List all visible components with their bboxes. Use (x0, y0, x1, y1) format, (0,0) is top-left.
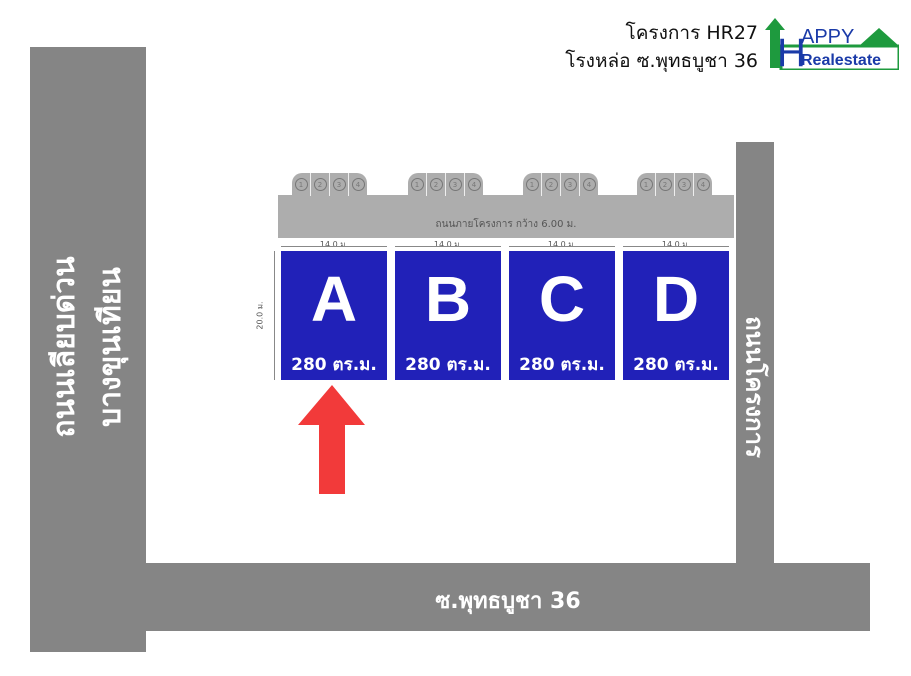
logo: H APPY Realestate (763, 16, 901, 75)
parking-spot: 2 (544, 178, 558, 191)
internal-road: ถนนภายโครงการ กว้าง 6.00 ม. (278, 195, 734, 238)
parking-spot: 4 (467, 178, 481, 191)
parking-spot: 4 (351, 178, 365, 191)
parking-spot: 3 (448, 178, 462, 191)
right-road: ถนนโครงการ (736, 142, 774, 563)
parking-spot: 1 (410, 178, 424, 191)
left-road: ถนนเลียบด่วน บางขุนเทียน (30, 47, 146, 652)
parking-spot: 1 (639, 178, 653, 191)
arrow-up-icon (298, 385, 365, 494)
left-road-label: ถนนเลียบด่วน บางขุนเทียน (47, 256, 128, 438)
parking-spot: 2 (429, 178, 443, 191)
parking-spot: 3 (563, 178, 577, 191)
logo-house-icon: H APPY Realestate (765, 18, 901, 75)
parking-spot: 1 (525, 178, 539, 191)
project-title: โครงการ HR27 (625, 22, 758, 44)
bottom-road-label: ซ.พุทธบูชา 36 (435, 589, 581, 614)
lot-width-dimension: 14.0 ม. (623, 238, 729, 250)
lot-width-dimension: 14.0 ม. (395, 238, 501, 250)
parking-spot: 2 (313, 178, 327, 191)
parking-spot: 2 (658, 178, 672, 191)
lot-width-dimension: 14.0 ม. (281, 238, 387, 250)
lot-depth-dimension: 20.0 ม. (256, 251, 276, 380)
logo-letter: H (777, 31, 806, 70)
lot-width-dimension: 14.0 ม. (509, 238, 615, 250)
parking-spot: 4 (582, 178, 596, 191)
parking-spot: 3 (677, 178, 691, 191)
parking-spot: 1 (294, 178, 308, 191)
parking-spot: 4 (696, 178, 710, 191)
bottom-road: ซ.พุทธบูชา 36 (146, 563, 870, 631)
parking-spot: 3 (332, 178, 346, 191)
internal-road-label: ถนนภายโครงการ กว้าง 6.00 ม. (435, 219, 577, 230)
project-location: โรงหล่อ ซ.พุทธบูชา 36 (565, 50, 758, 72)
logo-text-top: APPY (801, 26, 854, 48)
right-road-label: ถนนโครงการ (740, 316, 769, 458)
logo-text-bottom: Realestate (801, 52, 881, 69)
